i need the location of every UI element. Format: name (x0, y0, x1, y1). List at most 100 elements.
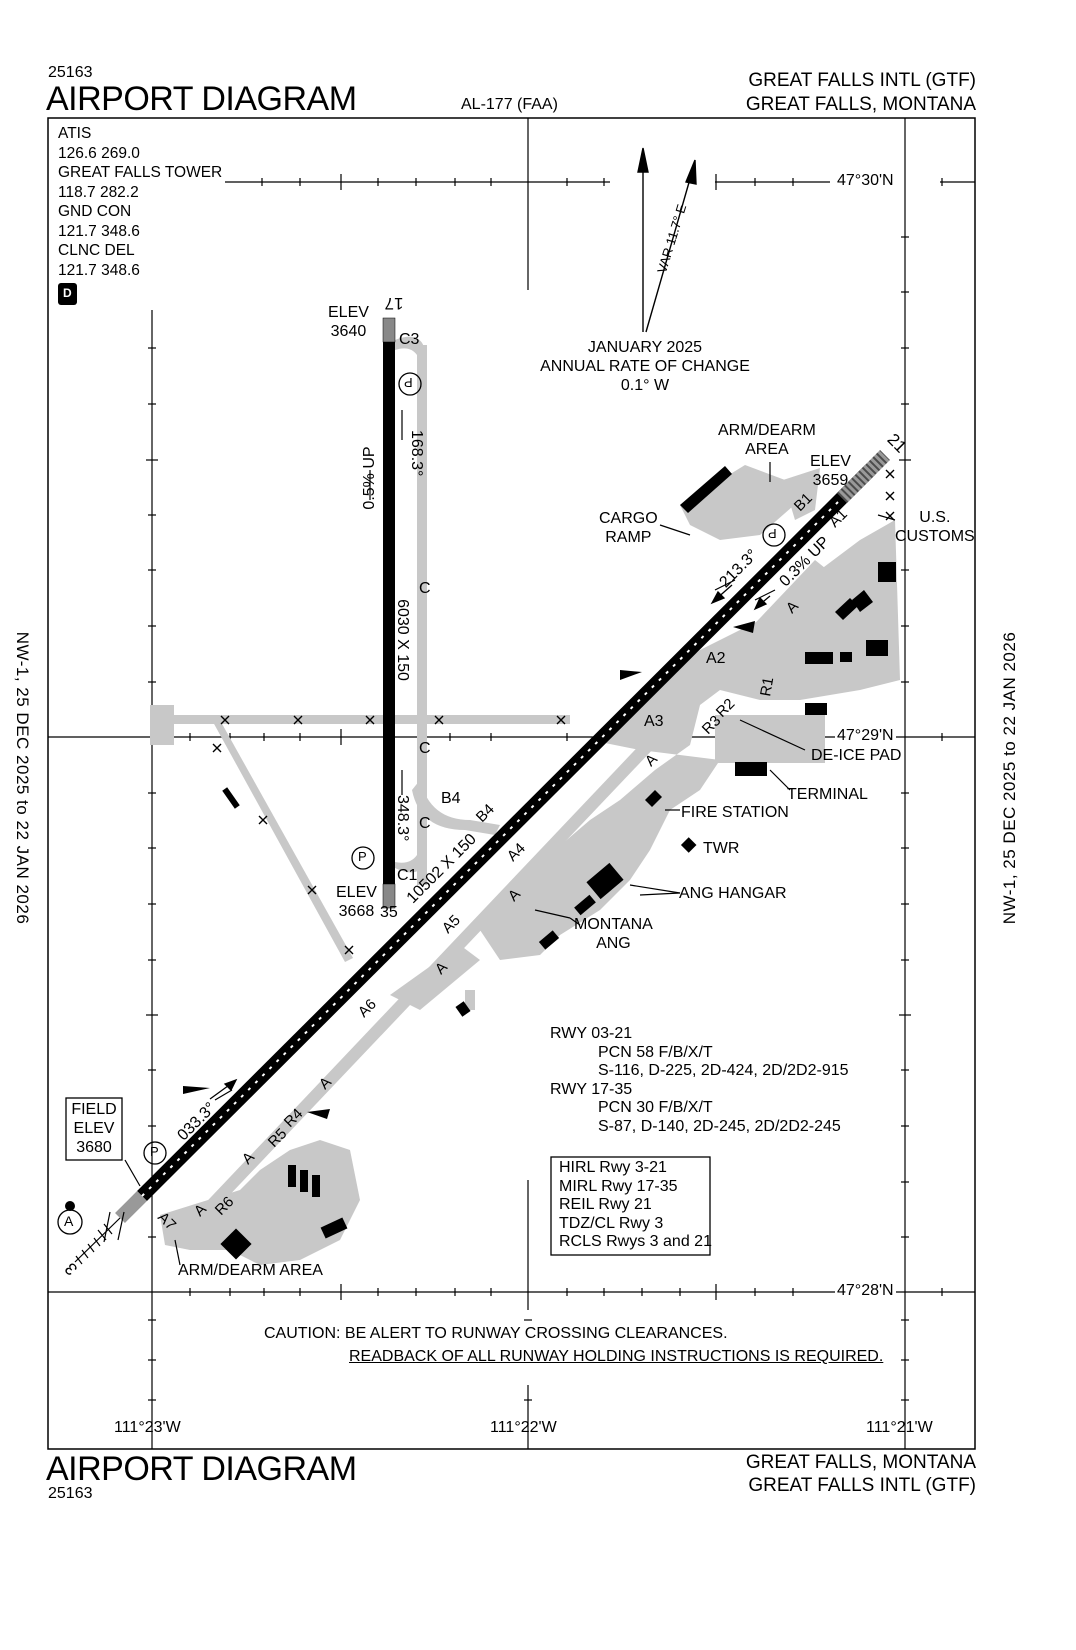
rwy17-elev-value: 3640 (330, 323, 367, 340)
mag-rate-label: ANNUAL RATE OF CHANGE (540, 358, 750, 375)
ramp-southwest (160, 1140, 360, 1265)
lon-mid: 111°22'W (490, 1419, 557, 1436)
lon-left: 111°23'W (114, 1419, 181, 1436)
montana-ang-label: MONTANA ANG (574, 915, 653, 953)
rwy2-weights: S-87, D-140, 2D-245, 2D/2D2-245 (598, 1117, 841, 1135)
caution-line1: CAUTION: BE ALERT TO RUNWAY CROSSING CLE… (264, 1325, 728, 1342)
rwy17-elev-label: ELEV (328, 304, 369, 321)
cargo-ramp (680, 465, 800, 540)
d-atis-badge: D (58, 283, 77, 305)
rwy35-elev-label: ELEV (336, 884, 377, 901)
pad-west (150, 705, 174, 745)
city-top: GREAT FALLS, MONTANA (745, 94, 976, 115)
arm-dearm-top-line2: AREA (745, 441, 789, 458)
rwy21-elev-label: ELEV (810, 453, 851, 470)
lat-mid: 47°29'N (835, 727, 896, 745)
gnd-label: GND CON (58, 203, 132, 220)
taxiway-x-diagonal (213, 722, 353, 962)
airport-name-bottom: GREAT FALLS INTL (GTF) (748, 1475, 976, 1496)
lighting-4: TDZ/CL Rwy 3 (559, 1214, 664, 1232)
lighting-5: RCLS Rwys 3 and 21 (559, 1233, 712, 1250)
clnc-freq: 121.7 348.6 (58, 261, 140, 279)
rwy35-elev-value: 3668 (338, 903, 375, 920)
twy-a-mid1: A (642, 751, 661, 770)
field-elev-value: 3680 (76, 1139, 112, 1156)
apron-east (480, 520, 900, 960)
rwy2-title: RWY 17-35 (550, 1080, 633, 1098)
field-elev-line2: ELEV (73, 1120, 115, 1137)
rwy21-elev-value: 3659 (812, 472, 849, 489)
leader-lines (124, 410, 896, 1266)
twy-r1: R1 (757, 676, 777, 698)
twy-a2: A2 (706, 650, 726, 667)
tower-label: TWR (703, 840, 740, 857)
rwy1-weights: S-116, D-225, 2D-424, 2D/2D2-915 (598, 1062, 849, 1079)
airport-name-top: GREAT FALLS INTL (GTF) (748, 70, 976, 91)
var-label: VAR 11.7° E (654, 202, 689, 275)
taxiway-c (417, 345, 427, 885)
rwy35-end-number: 35 (380, 904, 398, 921)
title-top: AIRPORT DIAGRAM (46, 80, 357, 118)
rwy35-heading-up: 348.3° (394, 795, 411, 841)
lighting-2: MIRL Rwy 17-35 (559, 1177, 678, 1195)
procedure-id: AL-177 (FAA) (461, 96, 558, 113)
gnd-freq: 121.7 348.6 (58, 222, 140, 240)
buildings (220, 466, 896, 1260)
twy-a3: A3 (644, 713, 664, 730)
p-symbol-rwy35: P (358, 849, 367, 864)
twy-a6: A6 (355, 996, 380, 1021)
ang-hangar-label: ANG HANGAR (679, 885, 787, 902)
windsocks (183, 621, 755, 1119)
atis-label: ATIS (58, 125, 92, 142)
pavement (150, 336, 900, 1265)
twy-c3: C3 (399, 331, 420, 348)
map-frame (47, 117, 976, 1450)
approach-lights-rwy-3 (74, 1211, 125, 1265)
rwy03-end-number: 3 (61, 1259, 81, 1279)
tower-symbol (680, 837, 697, 853)
doc-number-bottom: 25163 (48, 1485, 93, 1502)
mag-date: JANUARY 2025 (587, 339, 703, 356)
title-bottom: AIRPORT DIAGRAM (46, 1450, 357, 1488)
rwy17-dimensions: 6030 X 150 (394, 599, 411, 681)
tower-freq: 118.7 282.2 (58, 183, 139, 201)
runway-data-block: RWY 03-21 PCN 58 F/B/X/T S-116, D-225, 2… (550, 1025, 849, 1136)
lon-right: 111°21'W (866, 1419, 933, 1436)
p-symbol-rwy03: P (150, 1144, 159, 1159)
twy-c1: C1 (397, 867, 418, 884)
city-bottom: GREAT FALLS, MONTANA (745, 1452, 976, 1473)
cargo-line1: CARGO (599, 510, 658, 527)
deice-pad-label: DE-ICE PAD (811, 747, 902, 764)
tower-label: GREAT FALLS TOWER (58, 164, 223, 181)
rwy17-end-number: 17 (385, 294, 404, 313)
cargo-ramp-label: CARGO RAMP (599, 509, 658, 547)
lighting-3: REIL Rwy 21 (559, 1196, 652, 1213)
twy-c-mid: C (419, 740, 431, 757)
fire-station-label: FIRE STATION (681, 804, 789, 821)
lat-top: 47°30'N (835, 172, 896, 190)
arm-dearm-top-label: ARM/DEARM AREA (718, 421, 816, 459)
rwy17-heading-down: 168.3° (408, 430, 425, 476)
twy-a5: A5 (439, 912, 464, 937)
a-symbol: A (64, 1213, 74, 1229)
lat-bottom: 47°28'N (835, 1282, 896, 1300)
direction-arrows (209, 584, 771, 1100)
doc-number-top: 25163 (48, 64, 93, 81)
montana-ang-line1: MONTANA (574, 916, 653, 933)
mag-rate-value: 0.1° W (620, 377, 670, 394)
taxiway-x-horizontal (150, 715, 570, 724)
rwy35-elev: ELEV 3668 (336, 883, 377, 921)
customs-line1: U.S. (919, 509, 951, 526)
runway-17-35 (382, 317, 396, 909)
field-elev-line1: FIELD (71, 1101, 117, 1118)
clnc-label: CLNC DEL (58, 242, 135, 259)
twy-a4: A4 (504, 840, 529, 865)
rwy1-pcn: PCN 58 F/B/X/T (598, 1043, 713, 1061)
taxiway-a (175, 560, 825, 1242)
rwy21-end-number: 21 (883, 430, 910, 457)
arm-dearm-top-line1: ARM/DEARM (718, 422, 816, 439)
atis-freq: 126.6 269.0 (58, 144, 140, 162)
lighting-block: HIRL Rwy 3-21 MIRL Rwy 17-35 REIL Rwy 21… (559, 1159, 712, 1252)
